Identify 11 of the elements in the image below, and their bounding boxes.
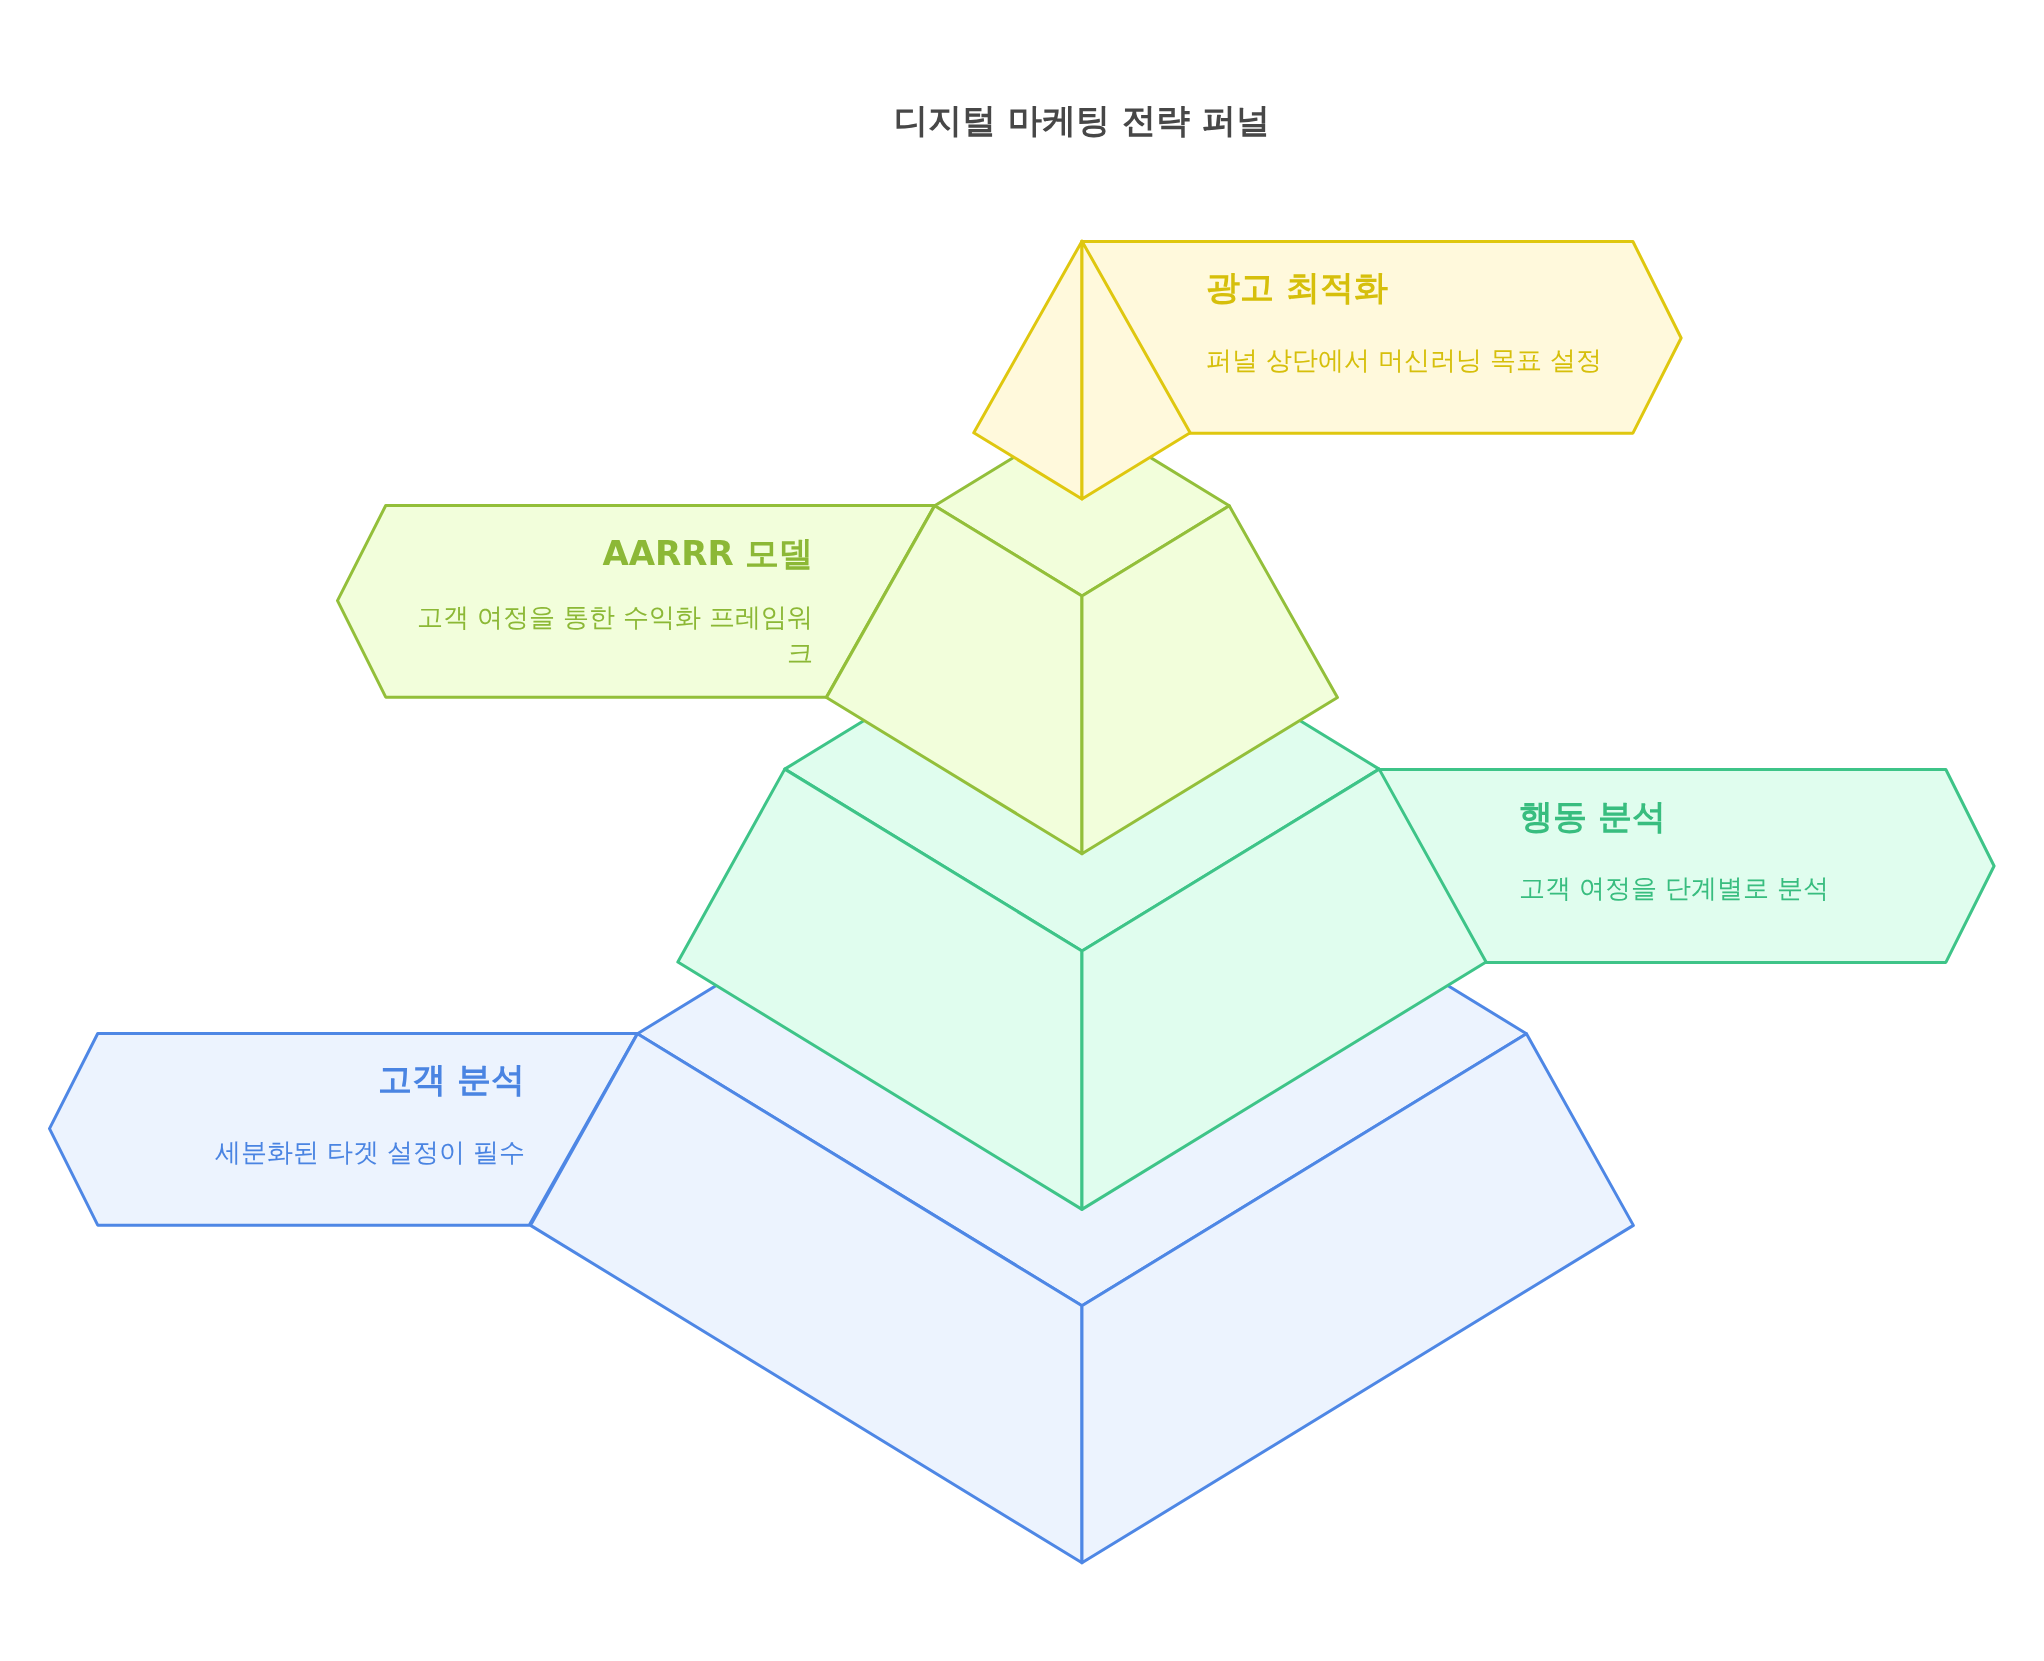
hexagon-banner xyxy=(48,1032,639,1227)
banner-description: 세분화된 타겟 설정이 필수 xyxy=(215,1136,526,1170)
banner-heading: 광고 최적화 xyxy=(1205,265,1388,309)
banner-description: 고객 여정을 단계별로 분석 xyxy=(1518,871,1829,905)
banner-heading: AARRR 모델 xyxy=(602,531,814,575)
banner-description: 고객 여정을 통한 수익화 프레임워크 xyxy=(416,600,814,670)
banner-heading: 고객 분석 xyxy=(377,1058,526,1102)
diagram-title: 디지털 마케팅 전략 퍼널 xyxy=(894,98,1270,142)
banner-description: 퍼널 상단에서 머신러닝 목표 설정 xyxy=(1205,343,1603,377)
hexagon-banner xyxy=(336,504,937,699)
banner-heading: 행동 분석 xyxy=(1518,795,1667,838)
